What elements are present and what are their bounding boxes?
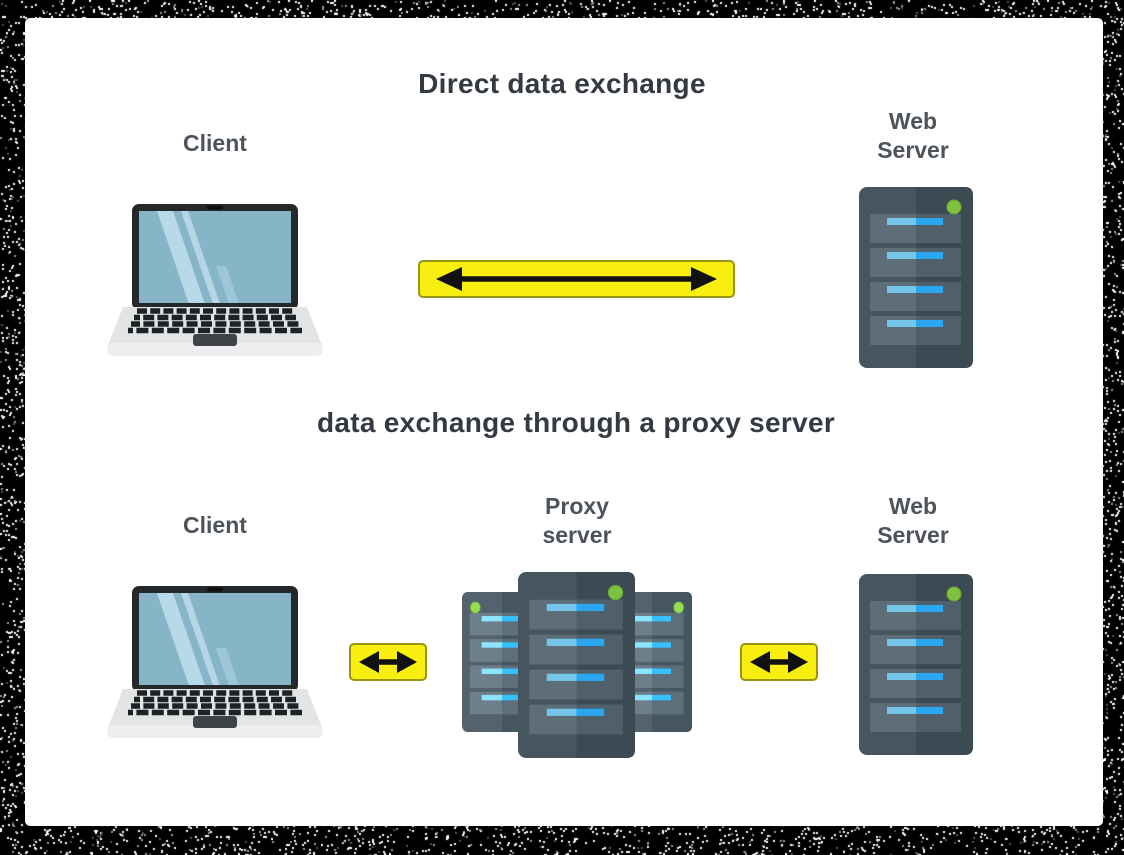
laptop-icon bbox=[107, 204, 323, 357]
server-led-icon bbox=[947, 200, 961, 214]
laptop-touchpad bbox=[193, 334, 237, 346]
proxy-main-server-icon bbox=[518, 572, 635, 758]
client-laptop-icon-top bbox=[107, 204, 323, 357]
client-label-top: Client bbox=[107, 129, 323, 158]
server-tower-icon bbox=[518, 572, 635, 758]
double-headed-arrow-icon bbox=[349, 643, 427, 681]
proxy-webserver-arrow-icon bbox=[740, 643, 818, 681]
server-led-icon bbox=[608, 585, 622, 599]
proxy-server-cluster-icon bbox=[462, 572, 692, 758]
proxy-server-label: Proxy server bbox=[512, 492, 642, 550]
direct-exchange-title: Direct data exchange bbox=[0, 68, 1124, 100]
laptop-icon bbox=[107, 586, 323, 739]
double-headed-arrow-icon bbox=[418, 260, 735, 298]
client-label-bottom: Client bbox=[107, 511, 323, 540]
direct-exchange-arrow-icon bbox=[418, 260, 735, 298]
server-led-icon bbox=[674, 602, 684, 613]
web-server-label-top: Web Server bbox=[849, 107, 977, 165]
laptop-screen bbox=[139, 593, 291, 685]
double-headed-arrow-icon bbox=[740, 643, 818, 681]
server-led-icon bbox=[470, 602, 480, 613]
client-laptop-icon-bottom bbox=[107, 586, 323, 739]
proxy-exchange-title: data exchange through a proxy server bbox=[14, 407, 1124, 439]
laptop-screen bbox=[139, 211, 291, 303]
web-server-label-bottom: Web Server bbox=[849, 492, 977, 550]
server-led-icon bbox=[947, 587, 961, 601]
laptop-touchpad bbox=[193, 716, 237, 728]
web-server-icon-top bbox=[859, 187, 973, 368]
client-proxy-arrow-icon bbox=[349, 643, 427, 681]
server-tower-icon bbox=[859, 574, 973, 755]
web-server-icon-bottom bbox=[859, 574, 973, 755]
server-tower-icon bbox=[859, 187, 973, 368]
